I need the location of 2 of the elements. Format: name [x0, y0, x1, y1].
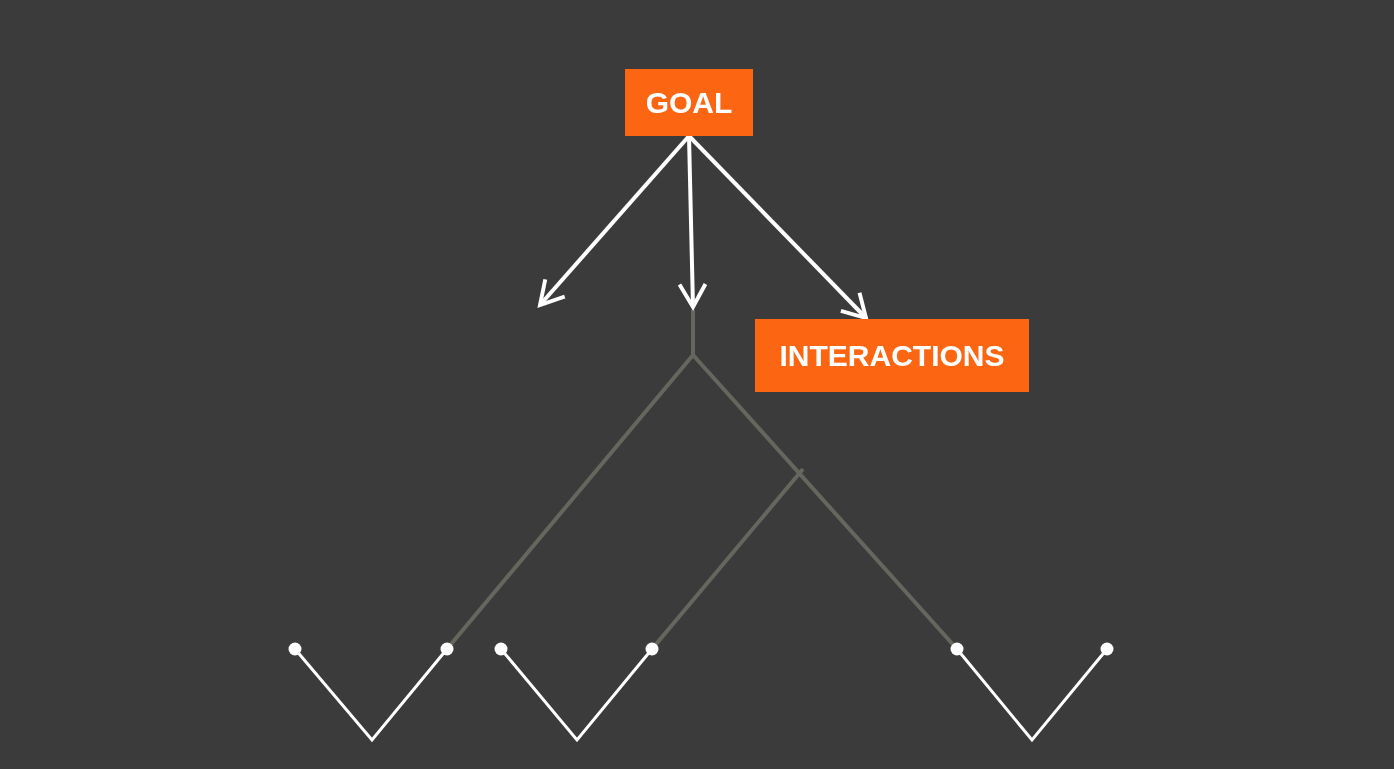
label-box: GOAL [625, 69, 753, 136]
label-box: INTERACTIONS [755, 319, 1029, 392]
